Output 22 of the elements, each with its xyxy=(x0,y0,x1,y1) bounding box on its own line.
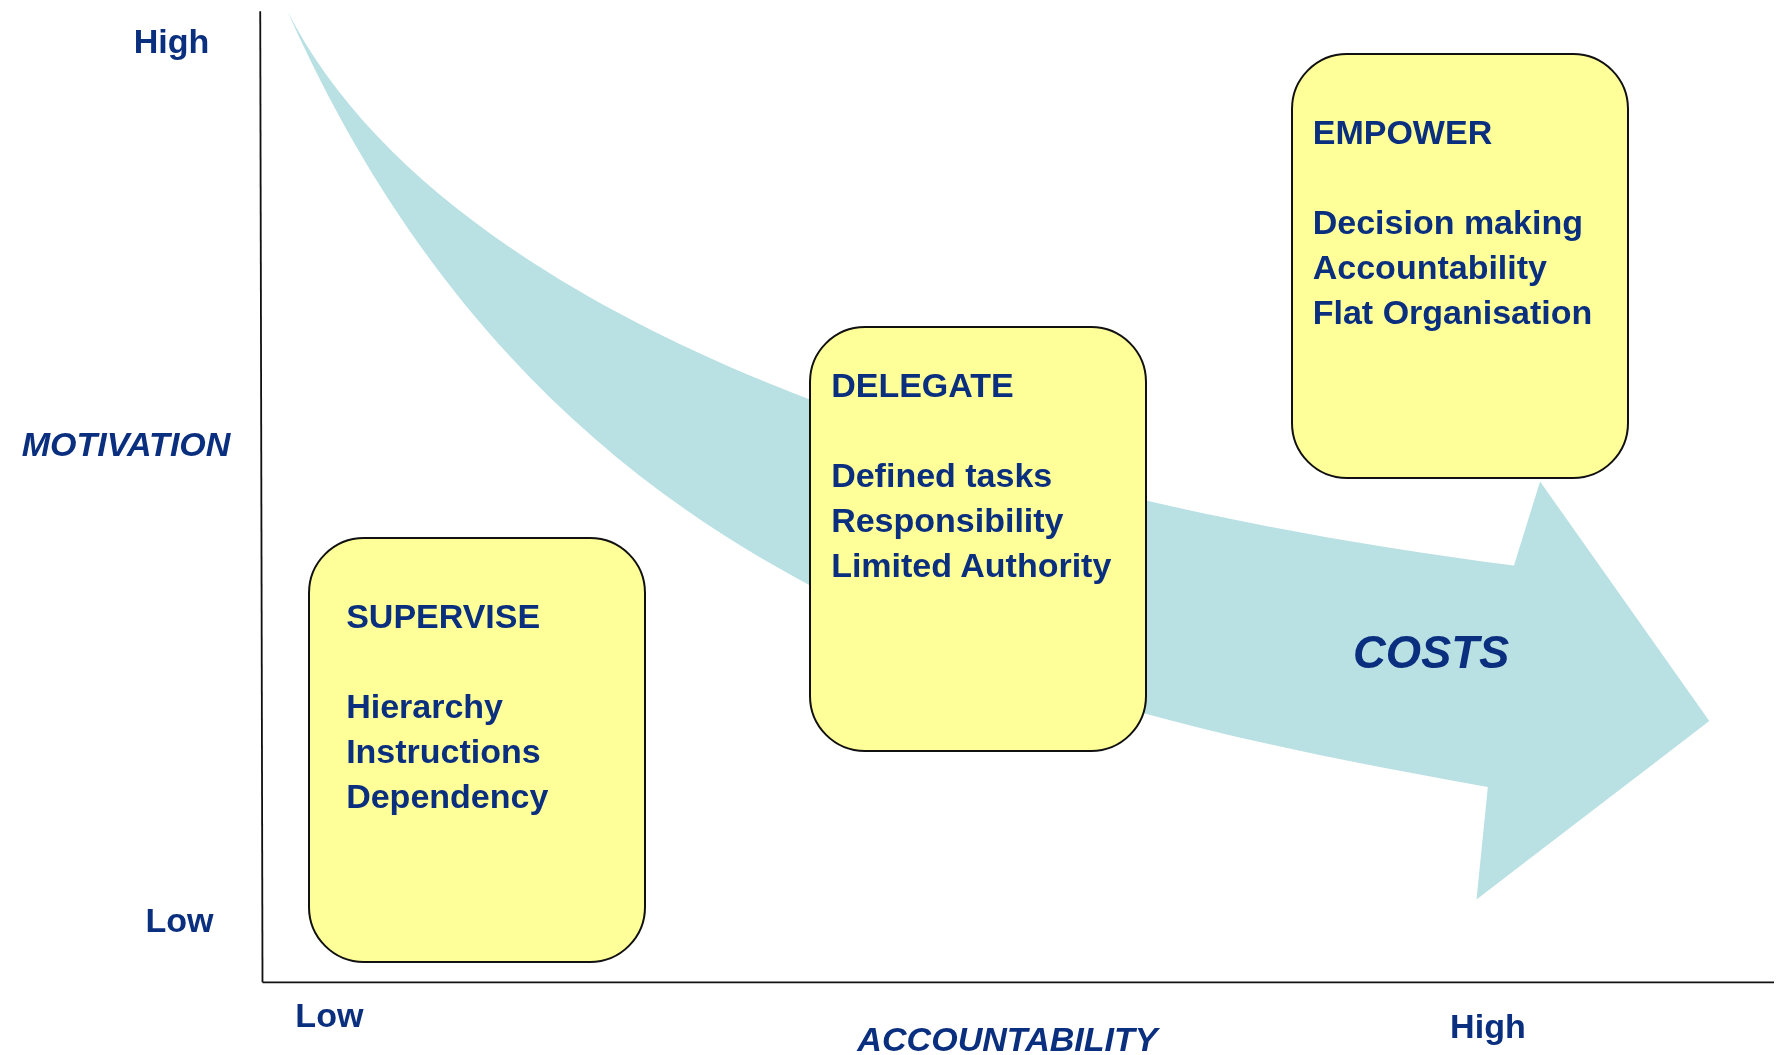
axis-tick-label: High xyxy=(133,21,210,61)
list-item: Dependency xyxy=(346,775,549,817)
list-item: Accountability xyxy=(1312,246,1547,288)
axis-tick-label: High xyxy=(1450,1006,1526,1046)
list-item: Decision making xyxy=(1312,201,1583,243)
box-heading: DELEGATE xyxy=(831,365,1014,407)
list-item: Defined tasks xyxy=(831,455,1053,497)
rounded-box xyxy=(808,326,1148,752)
axis-label: ACCOUNTABILITY xyxy=(857,1019,1158,1055)
axis-label: MOTIVATION xyxy=(21,424,231,464)
list-item: Responsibility xyxy=(831,500,1064,542)
axis-tick-label: Low xyxy=(295,995,364,1035)
rounded-box xyxy=(1291,53,1629,480)
box-heading: EMPOWER xyxy=(1312,111,1493,153)
arrow-label: COSTS xyxy=(1352,627,1510,680)
list-item: Limited Authority xyxy=(831,545,1112,587)
rounded-box xyxy=(307,537,647,964)
list-item: Hierarchy xyxy=(346,685,504,727)
box-heading: SUPERVISE xyxy=(346,595,541,637)
axis-tick-label: Low xyxy=(145,900,214,940)
list-item: Flat Organisation xyxy=(1312,291,1593,333)
list-item: Instructions xyxy=(346,730,541,772)
